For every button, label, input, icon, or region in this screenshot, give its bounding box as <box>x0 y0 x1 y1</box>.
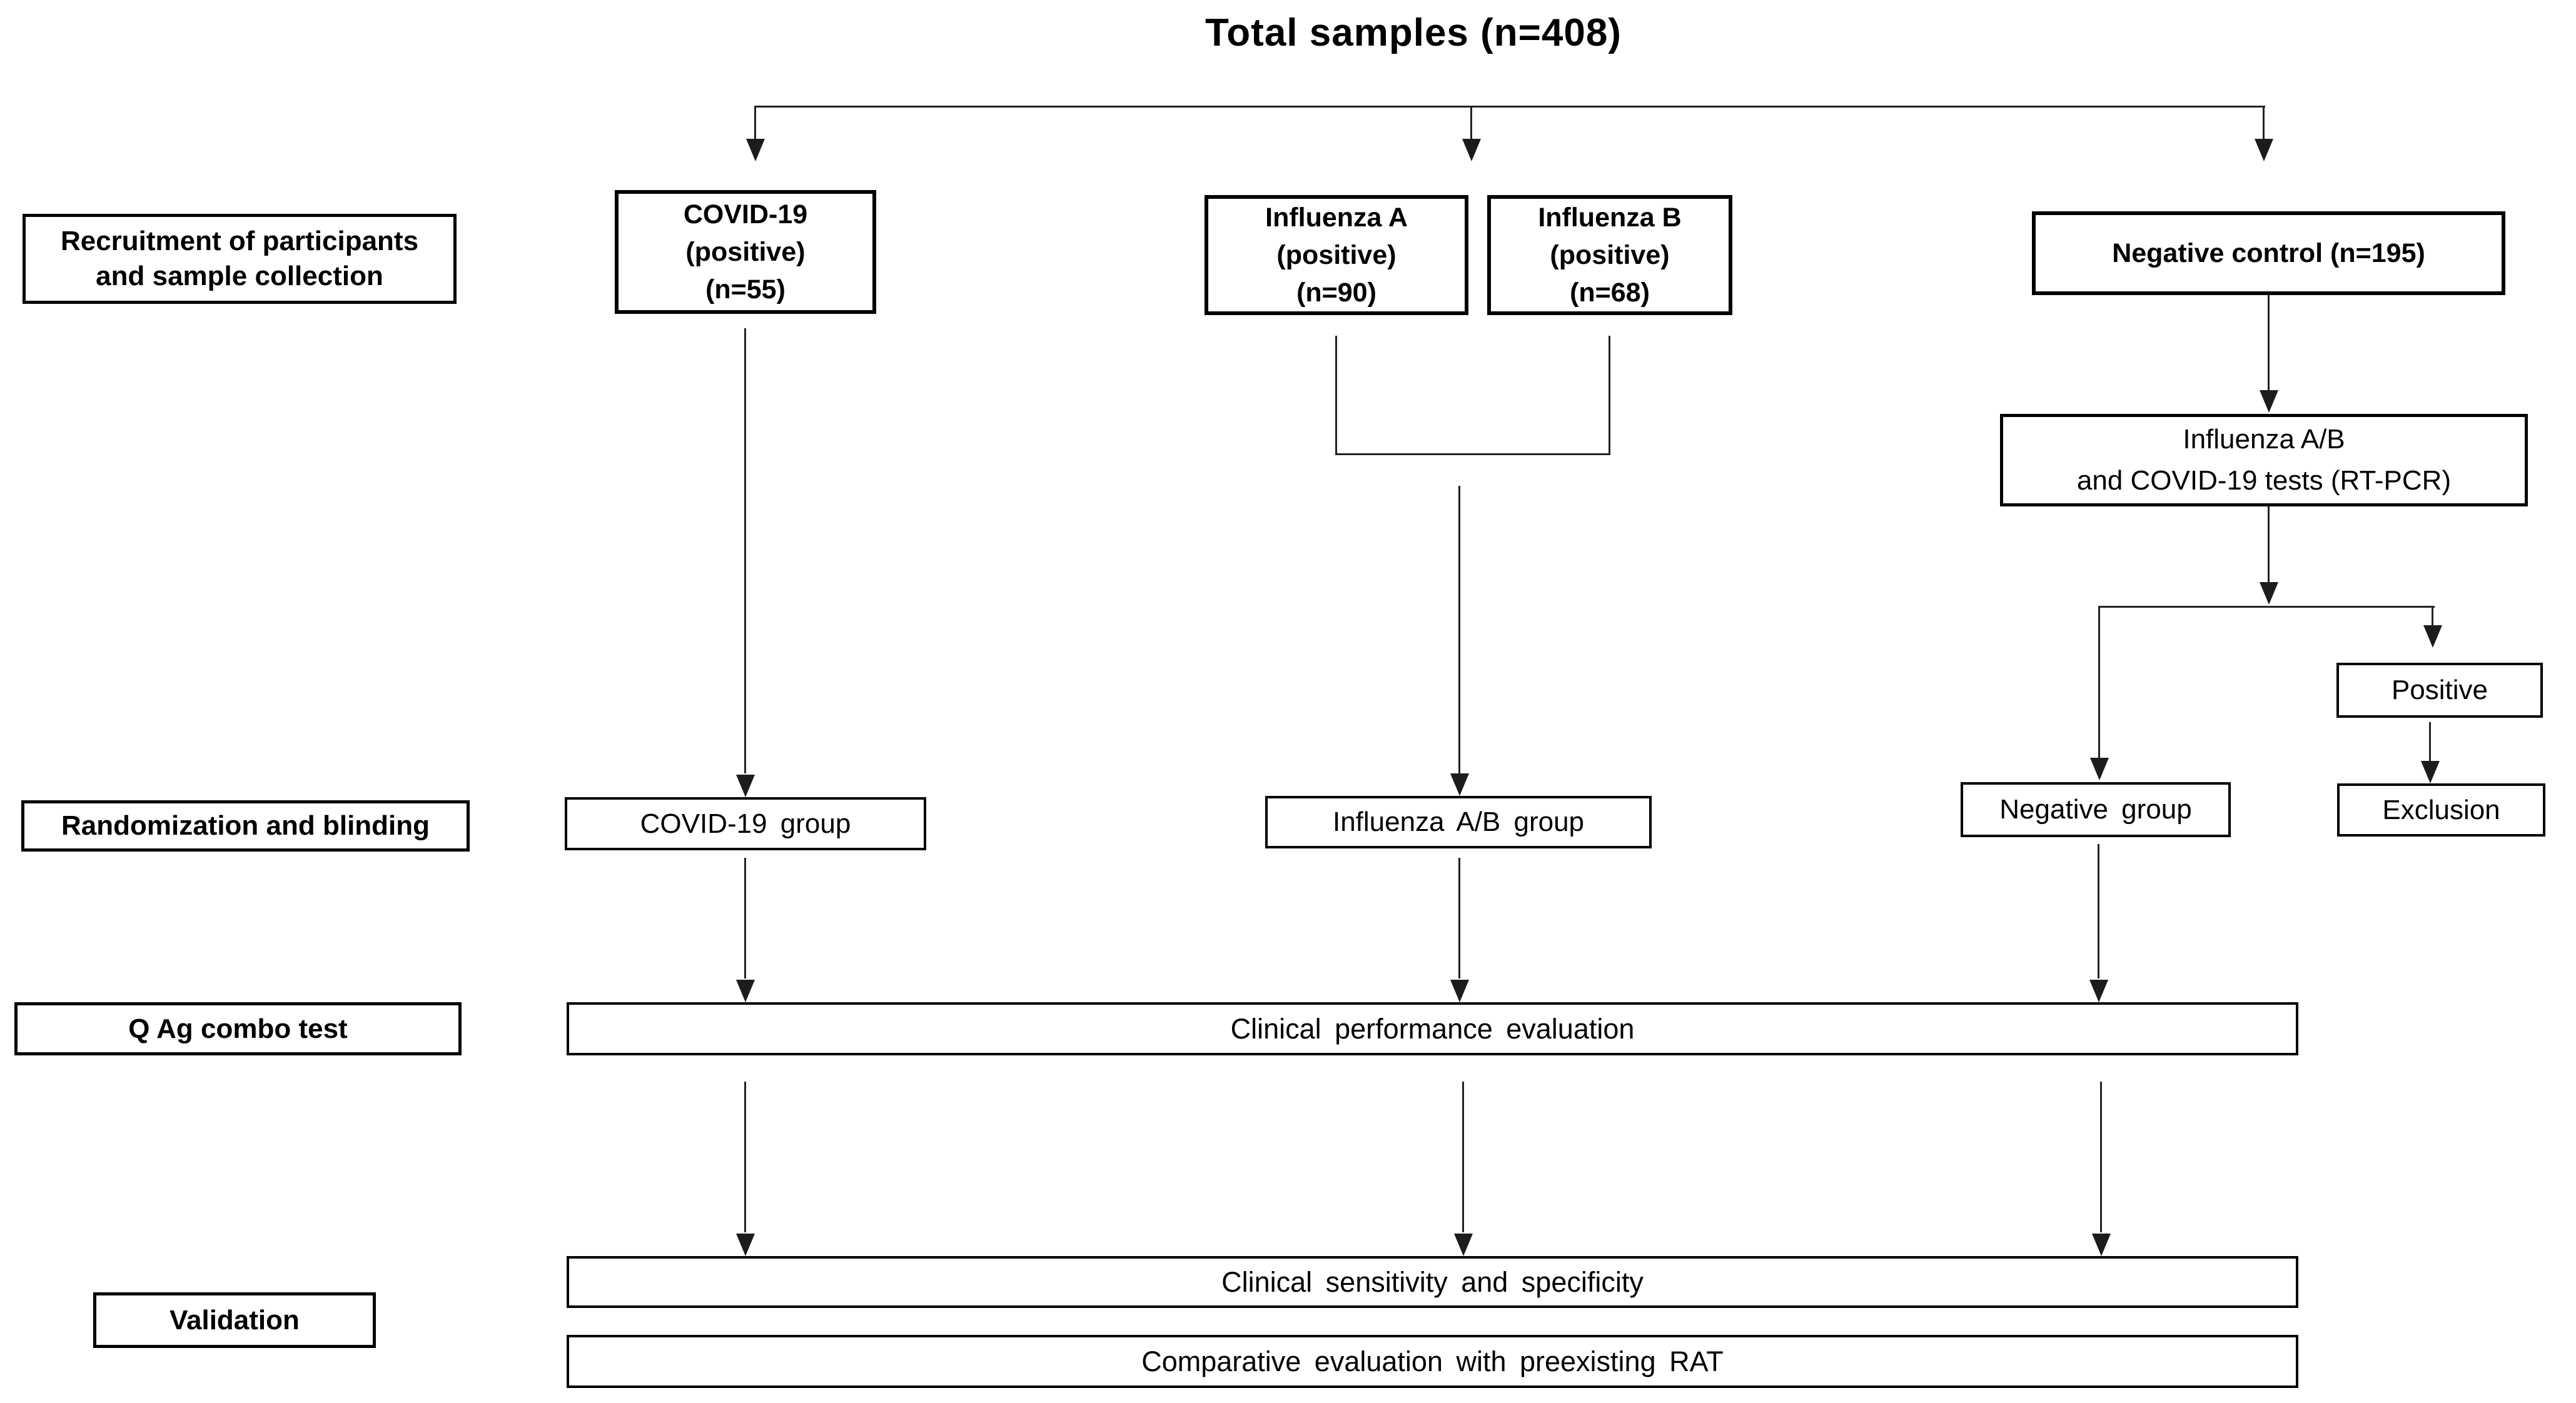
stage-label-recruitment: Recruitment of participants and sample c… <box>23 214 457 304</box>
validation-arrow-left-head <box>736 1234 755 1256</box>
node-negative-group: Negative group <box>1961 782 2231 837</box>
top-arrow-right-stem <box>2263 106 2265 139</box>
positive-exclusion-stem <box>2429 722 2431 761</box>
influenza-drop-stem <box>1458 486 1460 773</box>
influenza-drop-head <box>1450 773 1469 796</box>
influenza-join-line <box>1335 453 1610 455</box>
top-arrow-left-head <box>746 139 765 161</box>
top-arrow-middle-stem <box>1470 106 1472 139</box>
node-performance-bar: Clinical performance evaluation <box>567 1002 2298 1055</box>
validation-arrow-left-stem <box>744 1082 746 1232</box>
negative-control-drop-stem <box>2268 295 2270 390</box>
stage-label-validation: Validation <box>93 1292 376 1348</box>
node-covid-positive: COVID-19 (positive) (n=55) <box>615 190 876 314</box>
node-comparative-bar: Comparative evaluation with preexisting … <box>567 1335 2298 1388</box>
validation-arrow-middle-head <box>1454 1234 1473 1256</box>
validation-arrow-right-head <box>2092 1234 2111 1256</box>
top-arrow-left-stem <box>754 106 756 139</box>
node-negative-control: Negative control (n=195) <box>2032 211 2505 295</box>
negative-control-drop-head <box>2260 390 2278 413</box>
negative-group-bar-head <box>2089 980 2108 1002</box>
node-influenza-b: Influenza B (positive) (n=68) <box>1487 195 1732 315</box>
top-arrow-right-head <box>2255 139 2273 161</box>
influenza-group-bar-stem <box>1458 858 1460 978</box>
node-rt-pcr: Influenza A/B and COVID-19 tests (RT-PCR… <box>2000 414 2528 506</box>
top-arrow-middle-head <box>1462 139 1481 161</box>
influenza-a-stub <box>1335 336 1337 455</box>
influenza-b-stub <box>1609 336 1610 455</box>
node-positive: Positive <box>2336 663 2543 718</box>
node-covid-group: COVID-19 group <box>565 797 926 850</box>
rtpcr-drop-stem <box>2268 506 2270 582</box>
covid-drop-stem <box>744 328 746 773</box>
top-branch-line <box>755 106 2265 108</box>
node-sensitivity-bar: Clinical sensitivity and specificity <box>567 1256 2298 1308</box>
node-exclusion: Exclusion <box>2337 783 2545 837</box>
stage-label-q-ag-combo: Q Ag combo test <box>14 1002 462 1055</box>
split-left-head <box>2090 758 2109 780</box>
covid-drop-head <box>736 775 755 797</box>
split-right-head <box>2423 625 2442 648</box>
node-influenza-group: Influenza A/B group <box>1265 796 1652 848</box>
validation-arrow-middle-stem <box>1462 1082 1464 1232</box>
rtpcr-drop-head <box>2260 582 2278 605</box>
split-left-stem <box>2098 606 2100 758</box>
split-right-stem <box>2432 606 2433 625</box>
negative-group-bar-stem <box>2098 844 2099 978</box>
covid-group-bar-head <box>736 980 755 1002</box>
validation-arrow-right-stem <box>2100 1082 2102 1232</box>
influenza-group-bar-head <box>1450 980 1469 1002</box>
covid-group-bar-stem <box>744 858 746 978</box>
node-influenza-a: Influenza A (positive) (n=90) <box>1205 195 1468 315</box>
stage-label-randomization: Randomization and blinding <box>21 800 470 852</box>
positive-exclusion-head <box>2421 761 2440 783</box>
diagram-title: Total samples (n=408) <box>1205 11 1622 54</box>
rtpcr-split-line <box>2099 606 2435 608</box>
